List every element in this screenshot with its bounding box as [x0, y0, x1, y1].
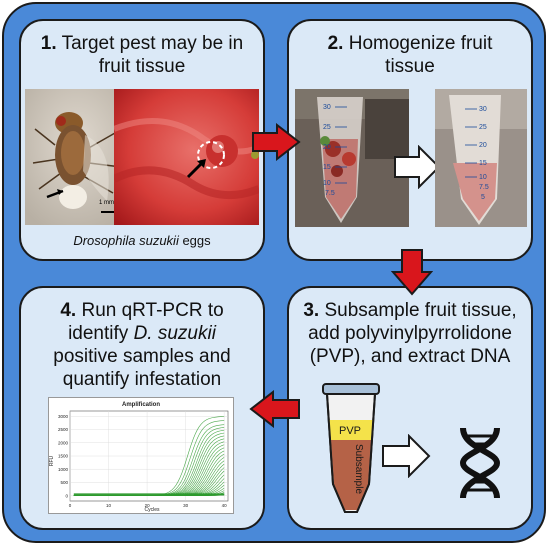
chart-ytick-label: 3000 — [58, 414, 69, 419]
chart-xlabel: Cycles — [144, 507, 160, 513]
step2-title-line1: Homogenize fruit — [348, 33, 493, 54]
tube2-mark-5: 5 — [481, 194, 485, 201]
step1-title: 1. Target pest may be in fruit tissue — [21, 32, 263, 78]
tube2-mark-20: 20 — [479, 142, 487, 149]
step1-number: 1. — [40, 33, 57, 54]
step1-title-line1: Target pest may be in — [61, 33, 244, 54]
chart-ytick-label: 2000 — [58, 440, 69, 445]
tube1-mark-25: 25 — [323, 124, 331, 131]
chart-ytick-label: 1000 — [58, 467, 69, 472]
caption-suffix: eggs — [178, 233, 211, 248]
chart-ytick-label: 500 — [60, 480, 68, 485]
chart-ylabel: RFU — [49, 455, 55, 466]
step4-title-line4: quantify infestation — [62, 369, 222, 390]
amplification-chart-svg: Amplification Cycles RFU 050010001500200… — [48, 397, 234, 514]
tube1-mark-30: 30 — [323, 104, 331, 111]
chart-xtick-label: 40 — [222, 503, 228, 508]
tube1-mark-15: 15 — [323, 164, 331, 171]
subsample-label: Subsample — [353, 444, 364, 494]
step1-panel: 1. Target pest may be in fruit tissue — [19, 19, 265, 261]
chart-ytick-label: 2500 — [58, 427, 69, 432]
step3-title: 3. Subsample fruit tissue, add polyvinyl… — [289, 299, 531, 368]
red-arrow-down-icon — [391, 249, 433, 296]
step2-title: 2. Homogenize fruit tissue — [289, 32, 531, 78]
chart-xtick-label: 0 — [69, 503, 72, 508]
step3-panel: 3. Subsample fruit tissue, add polyvinyl… — [287, 286, 533, 530]
tube-photo-after: 30 25 20 15 10 7.5 5 — [435, 89, 527, 227]
step4-title-line2: identify — [68, 323, 134, 344]
white-arrow-icon — [394, 145, 441, 189]
chart-xtick-label: 10 — [106, 503, 112, 508]
step3-number: 3. — [303, 300, 320, 321]
tube2-mark-25: 25 — [479, 124, 487, 131]
chart-ytick-label: 0 — [65, 493, 68, 498]
step4-title-line1: Run qRT-PCR to — [81, 300, 224, 321]
tube2-mark-10: 10 — [479, 174, 487, 181]
chart-amplification-curve — [73, 494, 225, 497]
tube1-mark-7.5: 7.5 — [325, 190, 335, 197]
step3-title-line2: add polyvinylpyrrolidone — [308, 323, 512, 344]
tube1-mark-10: 10 — [323, 180, 331, 187]
step4-panel: 4. Run qRT-PCR to identify D. suzukii po… — [19, 286, 265, 530]
step4-species: D. suzukii — [133, 323, 216, 344]
fly-photo: 1 mm — [25, 89, 129, 225]
microtube-icon: PVP Subsample — [322, 383, 380, 513]
step1-caption: Drosophila suzukii eggs — [21, 233, 263, 248]
step2-number: 2. — [327, 33, 344, 54]
step3-title-line1: Subsample fruit tissue, — [324, 300, 517, 321]
chart-title: Amplification — [122, 402, 160, 408]
tube2-mark-30: 30 — [479, 106, 487, 113]
chart-xtick-label: 20 — [145, 503, 151, 508]
pvp-label: PVP — [339, 425, 361, 437]
white-arrow-icon — [382, 434, 431, 478]
scale-bar-label: 1 mm — [99, 200, 114, 206]
tube-photo-before: 30 25 20 15 10 7.5 — [295, 89, 409, 227]
step2-panel: 2. Homogenize fruit tissue 30 25 20 15 1… — [287, 19, 533, 261]
red-arrow-left-icon — [249, 390, 300, 428]
step4-title-line3: positive samples and — [53, 346, 231, 367]
dna-icon — [459, 427, 501, 499]
step4-number: 4. — [60, 300, 77, 321]
tube2-mark-15: 15 — [479, 160, 487, 167]
step2-title-line2: tissue — [385, 56, 435, 77]
species-name: Drosophila suzukii — [73, 233, 179, 248]
chart-ytick-label: 1500 — [58, 454, 69, 459]
tube1-mark-20: 20 — [323, 144, 331, 151]
chart-xtick-label: 30 — [183, 503, 189, 508]
step1-title-line2: fruit tissue — [98, 56, 186, 77]
tube2-mark-7.5: 7.5 — [479, 184, 489, 191]
strawberry-photo — [114, 89, 259, 225]
step3-title-line3: (PVP), and extract DNA — [309, 346, 511, 367]
step4-title: 4. Run qRT-PCR to identify D. suzukii po… — [21, 299, 263, 391]
red-arrow-right-icon — [252, 123, 301, 161]
